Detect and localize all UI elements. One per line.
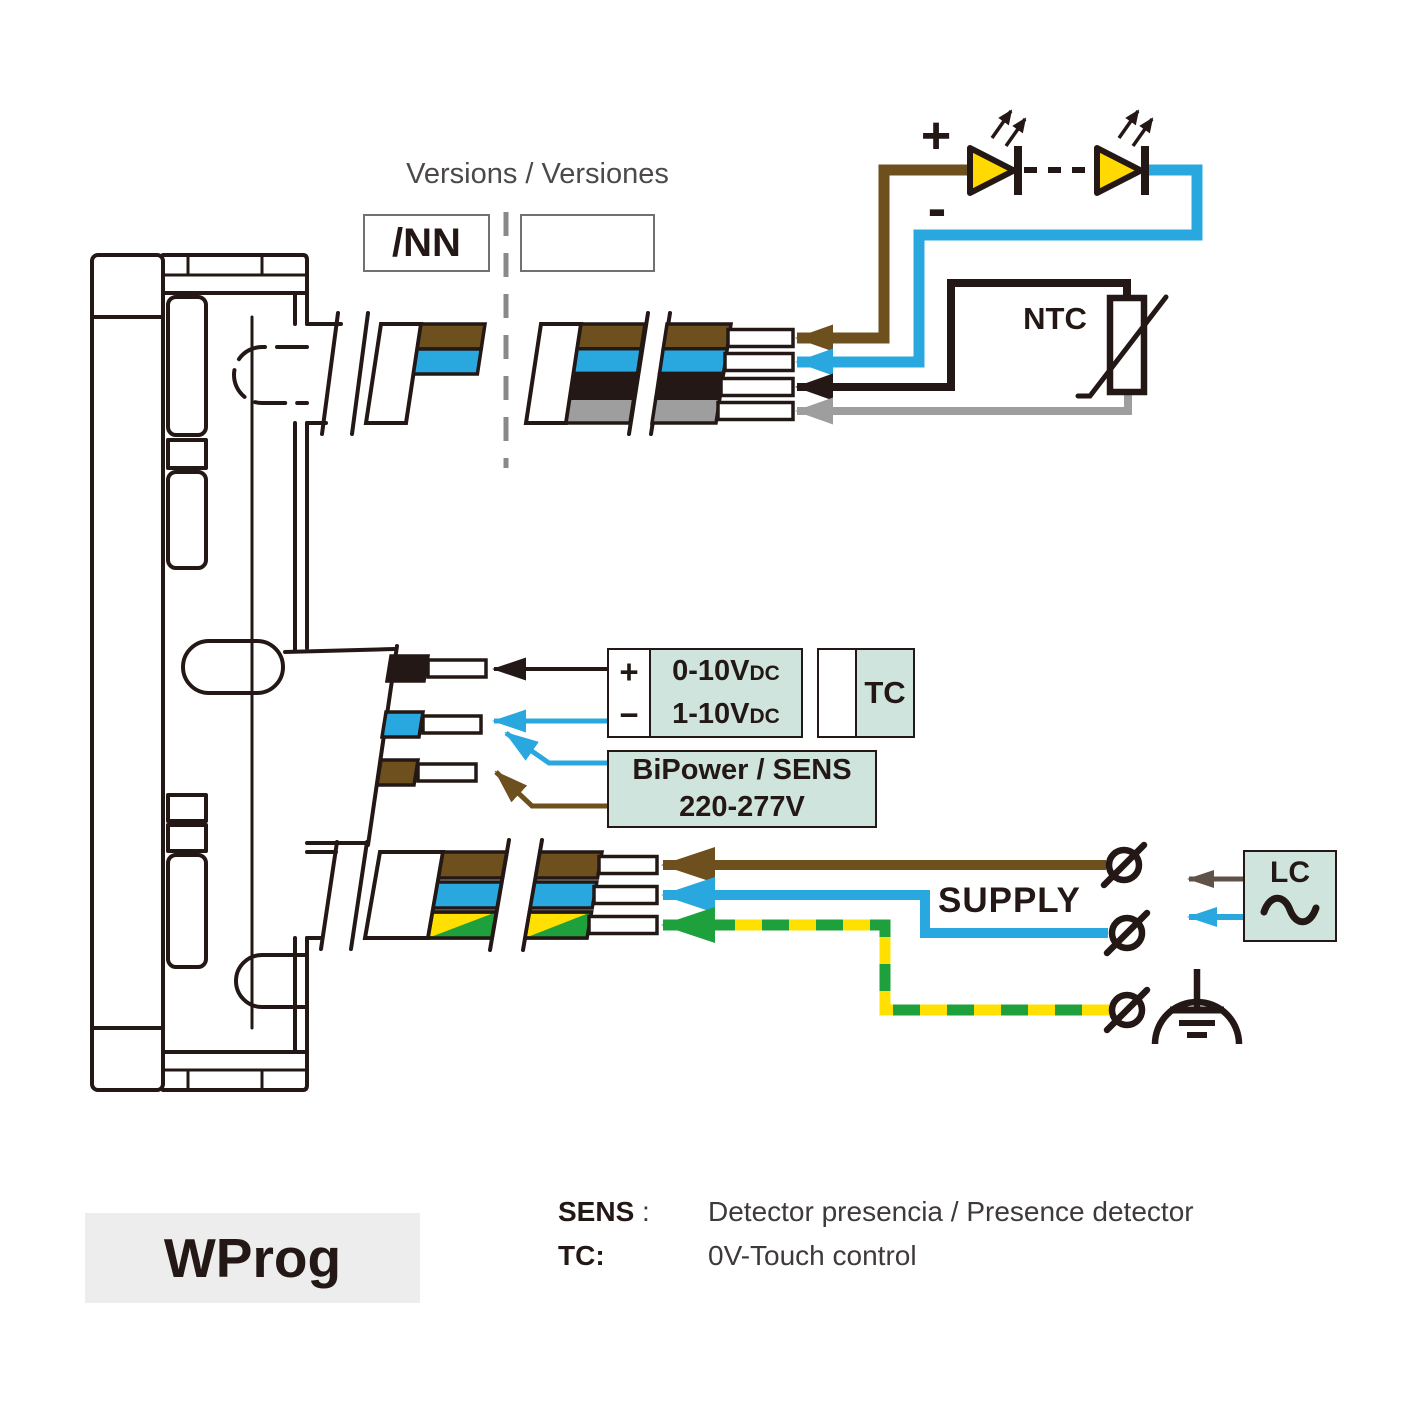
legend-sens-term: SENS: [558, 1196, 635, 1227]
lc-output-arrows: [1187, 870, 1243, 927]
version-option-nn-label: /NN: [392, 220, 461, 265]
control-wire-brown: [374, 758, 478, 787]
fixture-oval-knockout: [181, 639, 285, 695]
lc-box-label: LC: [1270, 856, 1310, 889]
sine-wave-icon: [1260, 894, 1320, 926]
dim-range-1: 0-10VDC: [672, 655, 780, 687]
led-polarity-minus: -: [927, 176, 947, 239]
cable-segment-version-nn: [411, 322, 488, 376]
legend-sens-desc: Detector presencia / Presence detector: [708, 1196, 1194, 1227]
led-ntc-circuit: [795, 109, 1203, 425]
legend: SENS : Detector presencia / Presence det…: [558, 1196, 1194, 1272]
led-polarity-plus: +: [920, 107, 952, 165]
earth-ground-symbol: [1151, 969, 1243, 1045]
dim-range-2: 1-10VDC: [672, 698, 780, 730]
versions-title: Versions / Versiones: [406, 158, 669, 190]
led-positive-wire: [795, 164, 970, 352]
bipower-line1: BiPower / SENS: [632, 754, 852, 786]
legend-tc-desc: 0V-Touch control: [708, 1240, 917, 1271]
ntc-label: NTC: [1023, 301, 1087, 336]
led-symbol-1: [967, 109, 1027, 196]
bipower-box: BiPower / SENS 220-277V: [607, 750, 877, 828]
arrow-bipower-to-blue: [504, 730, 607, 766]
bipower-line2: 220-277V: [679, 791, 805, 823]
dim-plus-label: +: [619, 652, 639, 690]
product-name: WProg: [163, 1227, 342, 1289]
led-symbol-2: [1094, 109, 1154, 196]
top-cable-entry-notch: [232, 345, 309, 405]
ntc-wire-black: [795, 279, 1131, 401]
legend-row-sens: SENS : Detector presencia / Presence det…: [558, 1196, 1194, 1227]
screw-terminal-earth: [1103, 986, 1151, 1034]
bottom-cable-entry-notch: [234, 953, 309, 1009]
screw-terminal-live: [1100, 841, 1148, 889]
led-negative-wire: [795, 164, 1203, 376]
tc-box: TC: [817, 648, 915, 738]
dim-minus-label: −: [619, 695, 639, 733]
control-wire-black: [384, 654, 488, 683]
supply-cable: [319, 838, 1109, 1016]
control-wire-blue: [379, 710, 483, 739]
screw-terminal-neutral: [1103, 909, 1151, 957]
supply-segment-2: [522, 850, 605, 940]
cable-segment-four-wire-2: [649, 322, 734, 425]
version-option-blank-box: [520, 214, 655, 272]
product-name-box: WProg: [85, 1213, 420, 1303]
supply-label: SUPPLY: [938, 881, 1081, 920]
arrow-bipower-to-brown: [494, 770, 607, 809]
legend-tc-term: TC:: [558, 1240, 605, 1271]
version-option-nn-box: /NN: [363, 214, 490, 272]
tc-box-label: TC: [864, 675, 906, 710]
legend-row-tc: TC: 0V-Touch control: [558, 1240, 1194, 1272]
top-output-cable: [320, 311, 795, 436]
ntc-wire-gray: [795, 394, 1132, 425]
lc-box: LC: [1243, 850, 1337, 942]
control-wires: [366, 644, 607, 847]
supply-wire-blue: [661, 877, 1108, 938]
ntc-thermistor-symbol: [1075, 294, 1169, 399]
supply-wire-earth-yellow-stripes: [725, 919, 1109, 1016]
luminaire-fixture-drawing: [90, 253, 396, 1092]
dimming-range-box: + − 0-10VDC 1-10VDC: [607, 648, 803, 738]
